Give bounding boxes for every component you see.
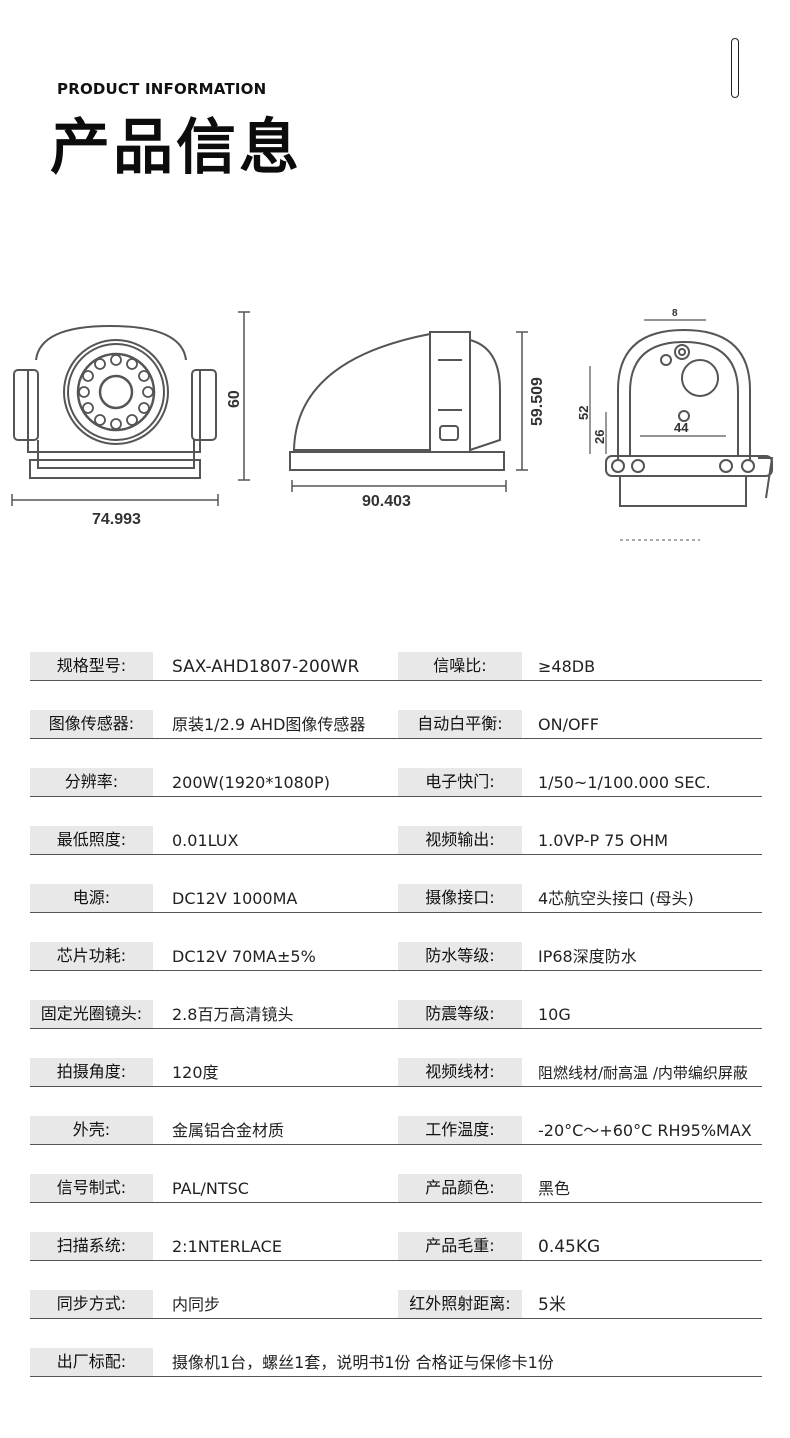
spec-label: 最低照度: xyxy=(30,826,153,854)
row-divider xyxy=(30,1028,762,1029)
front-view-drawing xyxy=(11,311,250,506)
spec-value: SAX-AHD1807-200WR xyxy=(172,657,360,677)
eyebrow-text: PRODUCT INFORMATION xyxy=(57,80,267,98)
spec-value: 原装1/2.9 AHD图像传感器 xyxy=(172,715,366,734)
spec-value: ≥48DB xyxy=(538,657,596,676)
spec-label: 分辨率: xyxy=(30,768,153,796)
side-width-label: 90.403 xyxy=(362,493,411,510)
technical-drawings: 74.993 60 90.403 59.509 xyxy=(11,308,774,541)
spec-label: 自动白平衡: xyxy=(398,710,522,738)
spec-value: 阻燃线材/耐高温 /内带编织屏蔽 xyxy=(538,1064,748,1082)
back-dim-26-label: 26 xyxy=(592,430,607,444)
spec-value: 5米 xyxy=(538,1295,566,1315)
spec-label: 扫描系统: xyxy=(30,1232,153,1260)
spec-label: 防水等级: xyxy=(398,942,522,970)
row-divider xyxy=(30,738,762,739)
spec-value: 120度 xyxy=(172,1063,219,1082)
spec-value: IP68深度防水 xyxy=(538,947,637,966)
spec-value: 摄像机1台，螺丝1套，说明书1份 合格证与保修卡1份 xyxy=(172,1353,554,1372)
row-divider xyxy=(30,1376,762,1377)
row-divider xyxy=(30,1202,762,1203)
spec-value: 0.01LUX xyxy=(172,831,239,850)
spec-label: 同步方式: xyxy=(30,1290,153,1318)
row-divider xyxy=(30,970,762,971)
spec-row: 图像传感器: 原装1/2.9 AHD图像传感器 自动白平衡: ON/OFF xyxy=(30,710,762,768)
spec-table: 规格型号: SAX-AHD1807-200WR 信噪比: ≥48DB 图像传感器… xyxy=(30,652,762,1406)
back-view-drawing xyxy=(589,319,774,541)
front-height-label: 60 xyxy=(226,390,243,408)
front-width-label: 74.993 xyxy=(92,511,141,528)
spec-value: 0.45KG xyxy=(538,1237,601,1257)
row-divider xyxy=(30,854,762,855)
spec-label: 工作温度: xyxy=(398,1116,522,1144)
spec-label: 视频线材: xyxy=(398,1058,522,1086)
spec-label: 拍摄角度: xyxy=(30,1058,153,1086)
spec-row: 信号制式: PAL/NTSC 产品颜色: 黑色 xyxy=(30,1174,762,1232)
spec-value: 2:1NTERLACE xyxy=(172,1237,282,1256)
back-dim-44-label: 44 xyxy=(674,420,689,435)
spec-label: 电子快门: xyxy=(398,768,522,796)
spec-label: 视频输出: xyxy=(398,826,522,854)
spec-label: 摄像接口: xyxy=(398,884,522,912)
spec-value: 2.8百万高清镜头 xyxy=(172,1005,294,1024)
spec-label: 出厂标配: xyxy=(30,1348,153,1376)
spec-label: 外壳: xyxy=(30,1116,153,1144)
spec-row: 最低照度: 0.01LUX 视频输出: 1.0VP-P 75 OHM xyxy=(30,826,762,884)
row-divider xyxy=(30,1086,762,1087)
spec-row: 分辨率: 200W(1920*1080P) 电子快门: 1/50~1/100.0… xyxy=(30,768,762,826)
spec-value: 200W(1920*1080P) xyxy=(172,773,330,792)
spec-value: PAL/NTSC xyxy=(172,1179,249,1198)
spec-value: 金属铝合金材质 xyxy=(172,1121,285,1140)
row-divider xyxy=(30,796,762,797)
back-dim-8-label: 8 xyxy=(672,308,678,319)
row-divider xyxy=(30,1318,762,1319)
spec-value: 1/50~1/100.000 SEC. xyxy=(538,773,711,792)
spec-label: 防震等级: xyxy=(398,1000,522,1028)
spec-row: 同步方式: 内同步 红外照射距离: 5米 xyxy=(30,1290,762,1348)
spec-value: DC12V 1000MA xyxy=(172,889,298,908)
spec-value: 10G xyxy=(538,1005,571,1024)
side-height-label: 59.509 xyxy=(529,377,546,426)
side-view-drawing xyxy=(289,331,528,492)
back-dim-52-label: 52 xyxy=(576,406,591,420)
row-divider xyxy=(30,1144,762,1145)
spec-value: 4芯航空头接口 (母头) xyxy=(538,889,694,908)
page-title: 产品信息 xyxy=(50,113,302,183)
spec-label: 规格型号: xyxy=(30,652,153,680)
spec-label: 产品颜色: xyxy=(398,1174,522,1202)
spec-value: DC12V 70MA±5% xyxy=(172,947,316,966)
row-divider xyxy=(30,680,762,681)
spec-value: -20°C～+60°C RH95%MAX xyxy=(538,1121,752,1140)
spec-label: 图像传感器: xyxy=(30,710,153,738)
spec-row-factory: 出厂标配: 摄像机1台，螺丝1套，说明书1份 合格证与保修卡1份 xyxy=(30,1348,762,1406)
decorative-bar xyxy=(731,38,739,98)
spec-row: 拍摄角度: 120度 视频线材: 阻燃线材/耐高温 /内带编织屏蔽 xyxy=(30,1058,762,1116)
spec-row: 规格型号: SAX-AHD1807-200WR 信噪比: ≥48DB xyxy=(30,652,762,710)
spec-value: 内同步 xyxy=(172,1295,221,1314)
row-divider xyxy=(30,912,762,913)
spec-value: ON/OFF xyxy=(538,715,599,734)
spec-row: 电源: DC12V 1000MA 摄像接口: 4芯航空头接口 (母头) xyxy=(30,884,762,942)
spec-value: 1.0VP-P 75 OHM xyxy=(538,831,669,850)
spec-label: 电源: xyxy=(30,884,153,912)
spec-label: 产品毛重: xyxy=(398,1232,522,1260)
spec-row: 芯片功耗: DC12V 70MA±5% 防水等级: IP68深度防水 xyxy=(30,942,762,1000)
spec-label: 固定光圈镜头: xyxy=(30,1000,153,1028)
row-divider xyxy=(30,1260,762,1261)
spec-label: 芯片功耗: xyxy=(30,942,153,970)
spec-row: 固定光圈镜头: 2.8百万高清镜头 防震等级: 10G xyxy=(30,1000,762,1058)
spec-value: 黑色 xyxy=(538,1179,571,1198)
spec-label: 红外照射距离: xyxy=(398,1290,522,1318)
spec-label: 信噪比: xyxy=(398,652,522,680)
spec-row: 扫描系统: 2:1NTERLACE 产品毛重: 0.45KG xyxy=(30,1232,762,1290)
spec-row: 外壳: 金属铝合金材质 工作温度: -20°C～+60°C RH95%MAX xyxy=(30,1116,762,1174)
spec-label: 信号制式: xyxy=(30,1174,153,1202)
